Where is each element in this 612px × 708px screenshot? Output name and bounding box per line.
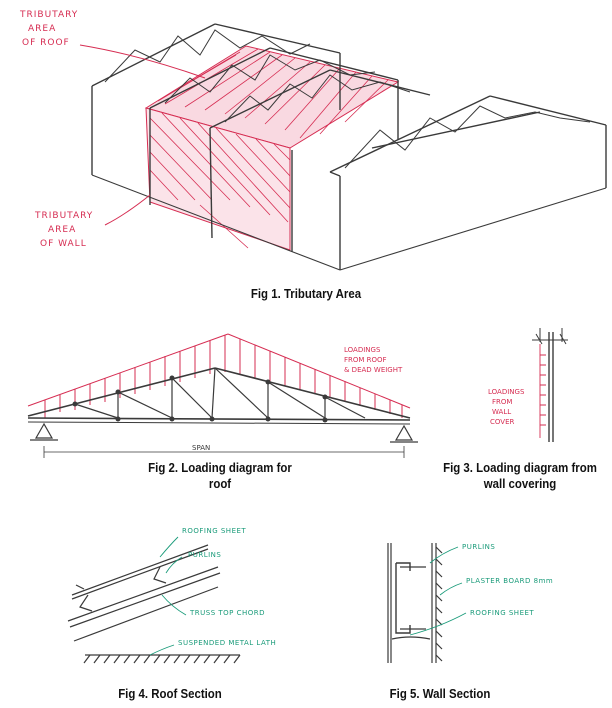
wall-section-labels: PURLINS PLASTER BOARD 8mm ROOFING SHEET <box>462 543 553 617</box>
suspended-metal-lath-label: SUSPENDED METAL LATH <box>178 639 276 647</box>
fig1-leader-lines <box>79 44 206 226</box>
wall-load-note-line1: LOADINGS <box>488 388 525 396</box>
roof-section-labels: ROOFING SHEET PURLINS TRUSS TOP CHORD SU… <box>178 527 276 647</box>
truss-joints <box>72 375 328 423</box>
wall-label-line1: TRIBUTARY <box>34 211 93 221</box>
span-dimension <box>43 446 405 458</box>
roof-label-line3: OF ROOF <box>22 38 70 48</box>
roofing-sheet-label: ROOFING SHEET <box>182 527 246 535</box>
fig5-caption-text: Fig 5. Wall Section <box>389 686 491 701</box>
wall-label-line2: AREA <box>48 225 76 235</box>
roof-truss <box>27 367 411 425</box>
roof-load-note-line3: & DEAD WEIGHT <box>344 366 403 374</box>
fig1-caption-text: Fig 1. Tributary Area <box>250 286 362 301</box>
wall-tributary-area <box>145 107 291 251</box>
fig3-caption-line1: Fig 3. Loading diagram from <box>443 460 597 475</box>
fig3-caption-line2: wall covering <box>483 476 557 491</box>
fig2-caption-line1: Fig 2. Loading diagram for <box>148 460 292 475</box>
wall-load-note-line2: FROM <box>492 398 512 406</box>
truss-top-chord-label: TRUSS TOP CHORD <box>189 609 265 617</box>
roof-label-line1: TRIBUTARY <box>19 10 78 20</box>
purlins-wall-label: PURLINS <box>462 543 495 551</box>
roof-tributary-label: TRIBUTARY AREA OF ROOF <box>19 10 78 48</box>
fig3-wall-loading-sketch: LOADINGS FROM WALL COVER <box>488 328 568 442</box>
distributed-load-arrows <box>27 333 411 418</box>
fig2-caption: Fig 2. Loading diagram for roof <box>123 460 317 492</box>
fig1-tributary-area-sketch: TRIBUTARY AREA OF ROOF TRIBUTARY AREA OF… <box>19 10 607 271</box>
frames <box>91 23 607 271</box>
wall-label-line3: OF WALL <box>40 239 87 249</box>
span-label: SPAN <box>192 444 210 452</box>
wall-section-leaders <box>409 546 467 636</box>
roof-section-leaders <box>149 536 187 656</box>
roof-label-line2: AREA <box>28 24 56 34</box>
fig2-caption-line2: roof <box>208 476 232 491</box>
roof-load-note-line2: FROM ROOF <box>344 356 387 364</box>
roofing-sheet-wall-label: ROOFING SHEET <box>470 609 534 617</box>
wall-load-arrows <box>539 344 546 438</box>
supports <box>30 422 418 443</box>
roof-load-note-line1: LOADINGS <box>344 346 381 354</box>
wall-tributary-label: TRIBUTARY AREA OF WALL <box>34 211 93 249</box>
fig3-caption: Fig 3. Loading diagram from wall coverin… <box>441 460 599 492</box>
fig5-wall-section-sketch: PURLINS PLASTER BOARD 8mm ROOFING SHEET <box>387 543 553 663</box>
wall-load-note: LOADINGS FROM WALL COVER <box>488 388 525 426</box>
wall-column <box>532 328 568 442</box>
fig2-roof-loading-sketch: SPAN LOADINGS FROM ROOF & DEAD WEIGHT <box>27 333 418 458</box>
fig4-roof-section-sketch: ROOFING SHEET PURLINS TRUSS TOP CHORD SU… <box>67 527 276 664</box>
fig4-caption: Fig 4. Roof Section <box>91 686 249 702</box>
fig1-caption: Fig 1. Tributary Area <box>218 286 394 302</box>
wall-load-note-line3: WALL <box>492 408 511 416</box>
plaster-board-label: PLASTER BOARD 8mm <box>466 577 553 585</box>
suspended-lath <box>83 654 241 664</box>
wall-section-members <box>387 543 443 663</box>
fig5-caption: Fig 5. Wall Section <box>361 686 519 702</box>
purlins-label: PURLINS <box>188 551 221 559</box>
wall-load-note-line4: COVER <box>490 418 514 426</box>
roof-load-note: LOADINGS FROM ROOF & DEAD WEIGHT <box>344 346 403 374</box>
roof-section-members <box>67 544 221 642</box>
fig4-caption-text: Fig 4. Roof Section <box>118 686 222 701</box>
